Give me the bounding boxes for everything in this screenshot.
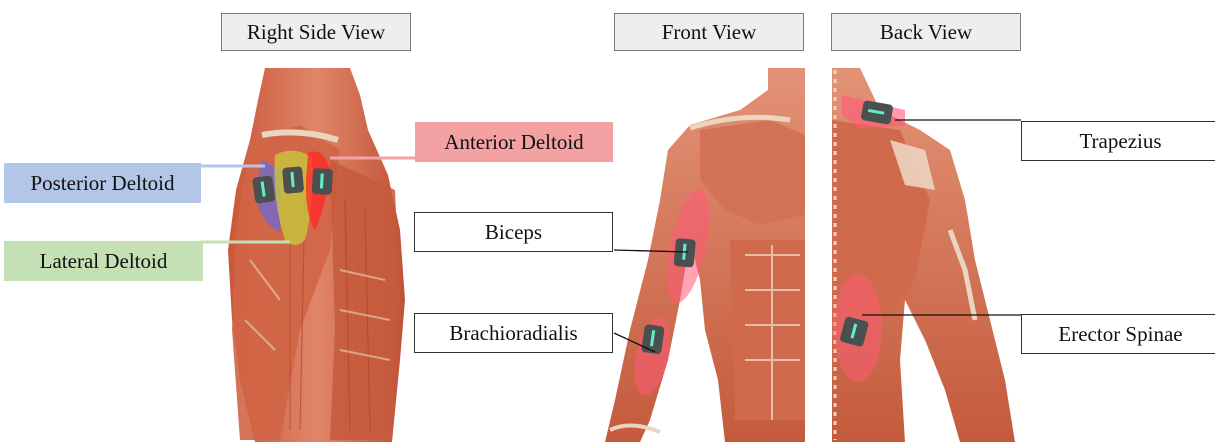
front-view-title: Front View — [614, 13, 804, 51]
right-side-view-title: Right Side View — [221, 13, 411, 51]
sensor-icon — [312, 168, 333, 195]
brachioradialis-label: Brachioradialis — [414, 313, 613, 353]
sensor-icon — [641, 324, 665, 355]
sensor-icon — [252, 175, 275, 204]
trapezius-label: Trapezius — [1021, 121, 1215, 161]
biceps-label: Biceps — [414, 212, 613, 252]
side-view-body — [228, 68, 405, 442]
sensor-icon — [674, 238, 696, 268]
anterior-deltoid-label: Anterior Deltoid — [415, 122, 613, 162]
front-view-body — [605, 68, 805, 442]
erector-spinae-label: Erector Spinae — [1021, 314, 1215, 354]
sensor-icon — [282, 166, 304, 194]
lateral-deltoid-label: Lateral Deltoid — [4, 241, 203, 281]
back-view-title: Back View — [831, 13, 1021, 51]
posterior-deltoid-label: Posterior Deltoid — [4, 163, 201, 203]
